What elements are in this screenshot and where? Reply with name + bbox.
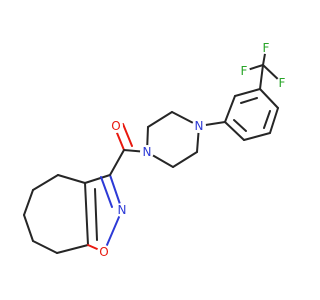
bond xyxy=(147,111,173,128)
piperazine-n4-label: N xyxy=(195,119,204,133)
isoxazole-oxygen-label: O xyxy=(99,245,108,259)
bond xyxy=(23,214,34,242)
bond xyxy=(84,174,111,184)
fluorine-atom-1: F xyxy=(238,64,250,78)
bond xyxy=(240,97,258,104)
bond xyxy=(84,182,89,246)
isoxazole-nitrogen-atom: N xyxy=(115,203,129,217)
bond xyxy=(269,107,279,134)
bond xyxy=(56,244,89,254)
molecule-structure: O N N N O F F F xyxy=(23,41,288,259)
bond xyxy=(259,88,279,109)
piperazine-n1-label: N xyxy=(143,145,152,159)
bond xyxy=(103,209,123,253)
fluorine-atom-3: F xyxy=(260,41,272,55)
fluorine-atom-2: F xyxy=(276,76,288,90)
bond xyxy=(23,189,34,216)
carbonyl-oxygen-label: O xyxy=(111,119,120,133)
fluorine-label-3: F xyxy=(263,41,270,55)
bond xyxy=(259,64,264,90)
bond xyxy=(172,151,198,168)
bond xyxy=(263,110,271,129)
bond xyxy=(234,88,261,97)
fluorine-label-2: F xyxy=(279,76,286,90)
atom-labels: O N N N O F F F xyxy=(97,41,288,259)
bond xyxy=(224,95,236,123)
bond xyxy=(100,176,113,208)
bond xyxy=(109,149,125,176)
fluorine-label-1: F xyxy=(241,64,248,78)
bond xyxy=(233,119,247,132)
isoxazole-oxygen-atom: O xyxy=(97,245,111,259)
bond xyxy=(122,123,133,147)
bond xyxy=(32,174,59,191)
bond xyxy=(224,121,245,141)
bond xyxy=(243,132,271,141)
bond xyxy=(32,240,58,254)
bond xyxy=(94,188,98,241)
carbonyl-oxygen-atom: O xyxy=(109,119,123,133)
piperazine-n1-atom: N xyxy=(140,145,154,159)
bond xyxy=(57,174,86,184)
piperazine-n4-atom: N xyxy=(192,119,206,133)
isoxazole-nitrogen-label: N xyxy=(118,203,127,217)
